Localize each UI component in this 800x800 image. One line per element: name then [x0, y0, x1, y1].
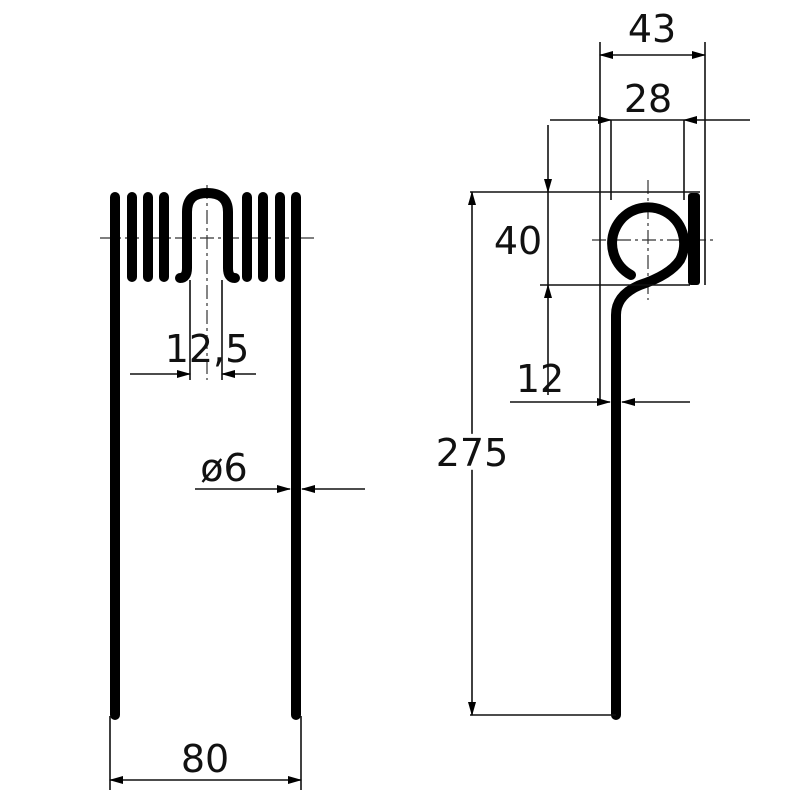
- dim-loop-height: 40: [494, 219, 542, 263]
- side-loop-and-tine: [607, 202, 690, 720]
- dim-offset: 12: [516, 357, 564, 401]
- dim-coil-pitch: 12,5: [165, 327, 250, 371]
- side-view: 43 28 40 12 275: [432, 7, 750, 720]
- dim-total-length: 275: [436, 431, 509, 475]
- dim-overall-width: 80: [181, 737, 229, 781]
- mounting-plate: [688, 193, 700, 285]
- dim-outer-width: 43: [628, 7, 676, 51]
- right-coil: [242, 192, 285, 282]
- dim-inner-width: 28: [624, 77, 672, 121]
- front-view: 12,5 ø6 80: [100, 185, 365, 790]
- left-coil: [127, 192, 169, 282]
- center-u-loop: [175, 187, 240, 283]
- dim-wire-diameter: ø6: [200, 446, 247, 490]
